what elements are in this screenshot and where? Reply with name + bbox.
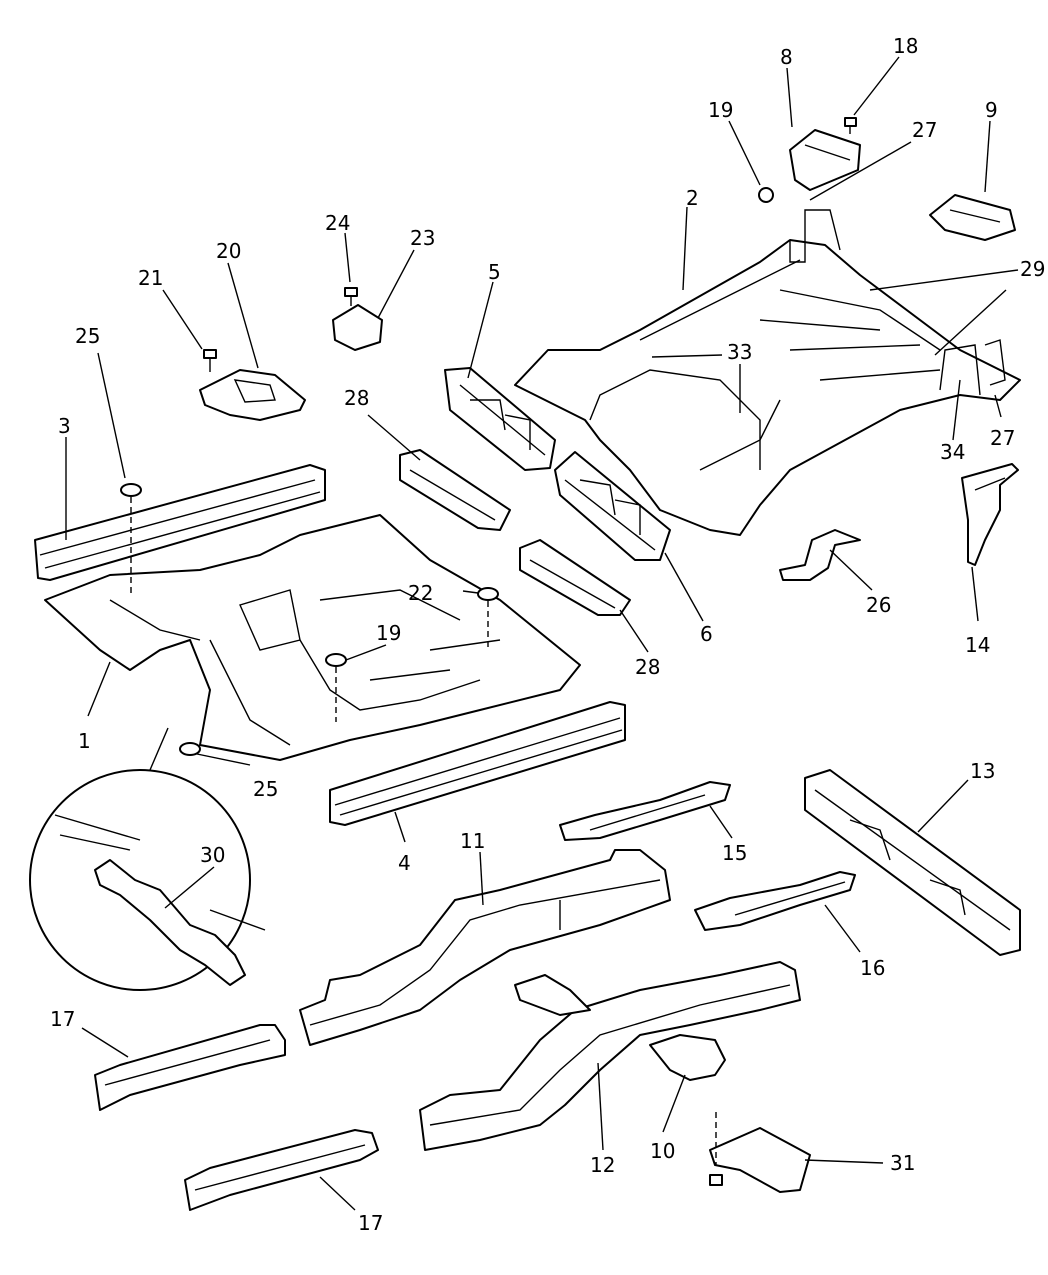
rear-floor-pan	[514, 209, 1021, 536]
callout-10: 10	[650, 1139, 675, 1163]
callout-30: 30	[200, 843, 225, 867]
channel-17-upper	[94, 1024, 286, 1111]
callout-15: 15	[722, 841, 747, 865]
strap-bracket-26	[779, 529, 861, 581]
callout-11: 11	[460, 829, 485, 853]
bracket-28-upper	[399, 449, 511, 531]
callout-19-upper: 19	[708, 98, 733, 122]
frame-rail-12	[419, 961, 801, 1151]
corner-panel-14	[961, 463, 1019, 566]
screw-18	[844, 117, 857, 134]
callout-31: 31	[890, 1151, 915, 1175]
frame-rail-11	[299, 849, 671, 1046]
callout-25-upper: 25	[75, 324, 100, 348]
bracket-8	[789, 129, 861, 191]
rail-16	[694, 871, 856, 931]
callout-8: 8	[780, 45, 793, 69]
callout-12: 12	[590, 1153, 615, 1177]
callout-16: 16	[860, 956, 885, 980]
callout-14: 14	[965, 633, 990, 657]
callout-1: 1	[78, 729, 91, 753]
plug-25-lower	[179, 742, 201, 756]
bracket-9	[929, 194, 1016, 241]
bolt-24	[344, 287, 358, 306]
callout-20: 20	[216, 239, 241, 263]
reinforcement-6	[554, 451, 671, 561]
leader-lines	[65, 56, 1019, 1211]
callout-17-lower: 17	[358, 1211, 383, 1235]
callout-22: 22	[408, 581, 433, 605]
callout-5: 5	[488, 260, 501, 284]
front-floor-pan	[44, 514, 581, 761]
callout-33: 33	[727, 340, 752, 364]
callout-27-upper: 27	[912, 118, 937, 142]
callout-21: 21	[138, 266, 163, 290]
clip-19-upper	[758, 187, 774, 203]
callout-4: 4	[398, 851, 411, 875]
rail-15	[559, 781, 731, 841]
callout-6: 6	[700, 622, 713, 646]
callout-18: 18	[893, 34, 918, 58]
channel-17-lower	[184, 1129, 379, 1211]
bolt-21	[203, 349, 217, 372]
plug-25-upper	[120, 483, 142, 595]
right-sill	[329, 701, 626, 826]
callout-28-lower: 28	[635, 655, 660, 679]
callout-24: 24	[325, 211, 350, 235]
bracket-31	[709, 1112, 811, 1193]
callout-17-upper: 17	[50, 1007, 75, 1031]
callout-3: 3	[58, 414, 71, 438]
left-sill	[34, 464, 326, 581]
callout-28-upper: 28	[344, 386, 369, 410]
callout-19-lower: 19	[376, 621, 401, 645]
callout-27-lower: 27	[990, 426, 1015, 450]
callout-34: 34	[940, 440, 965, 464]
callout-2: 2	[686, 186, 699, 210]
callout-23: 23	[410, 226, 435, 250]
plate-23	[332, 304, 383, 351]
callout-26: 26	[866, 593, 891, 617]
callout-25-lower: 25	[253, 777, 278, 801]
rear-crossmember-13	[804, 769, 1021, 956]
bracket-10	[649, 1034, 726, 1081]
callout-13: 13	[970, 759, 995, 783]
callout-labels: 1 2 3 4 5 6 8 9 10 11 12 13 14 15 16 17 …	[50, 34, 1045, 1235]
seat-mount-20	[199, 369, 306, 421]
bracket-28-lower	[519, 539, 631, 616]
detail-inset	[29, 727, 266, 991]
plug-22	[477, 587, 499, 648]
callout-9: 9	[985, 98, 998, 122]
callout-29: 29	[1020, 257, 1045, 281]
